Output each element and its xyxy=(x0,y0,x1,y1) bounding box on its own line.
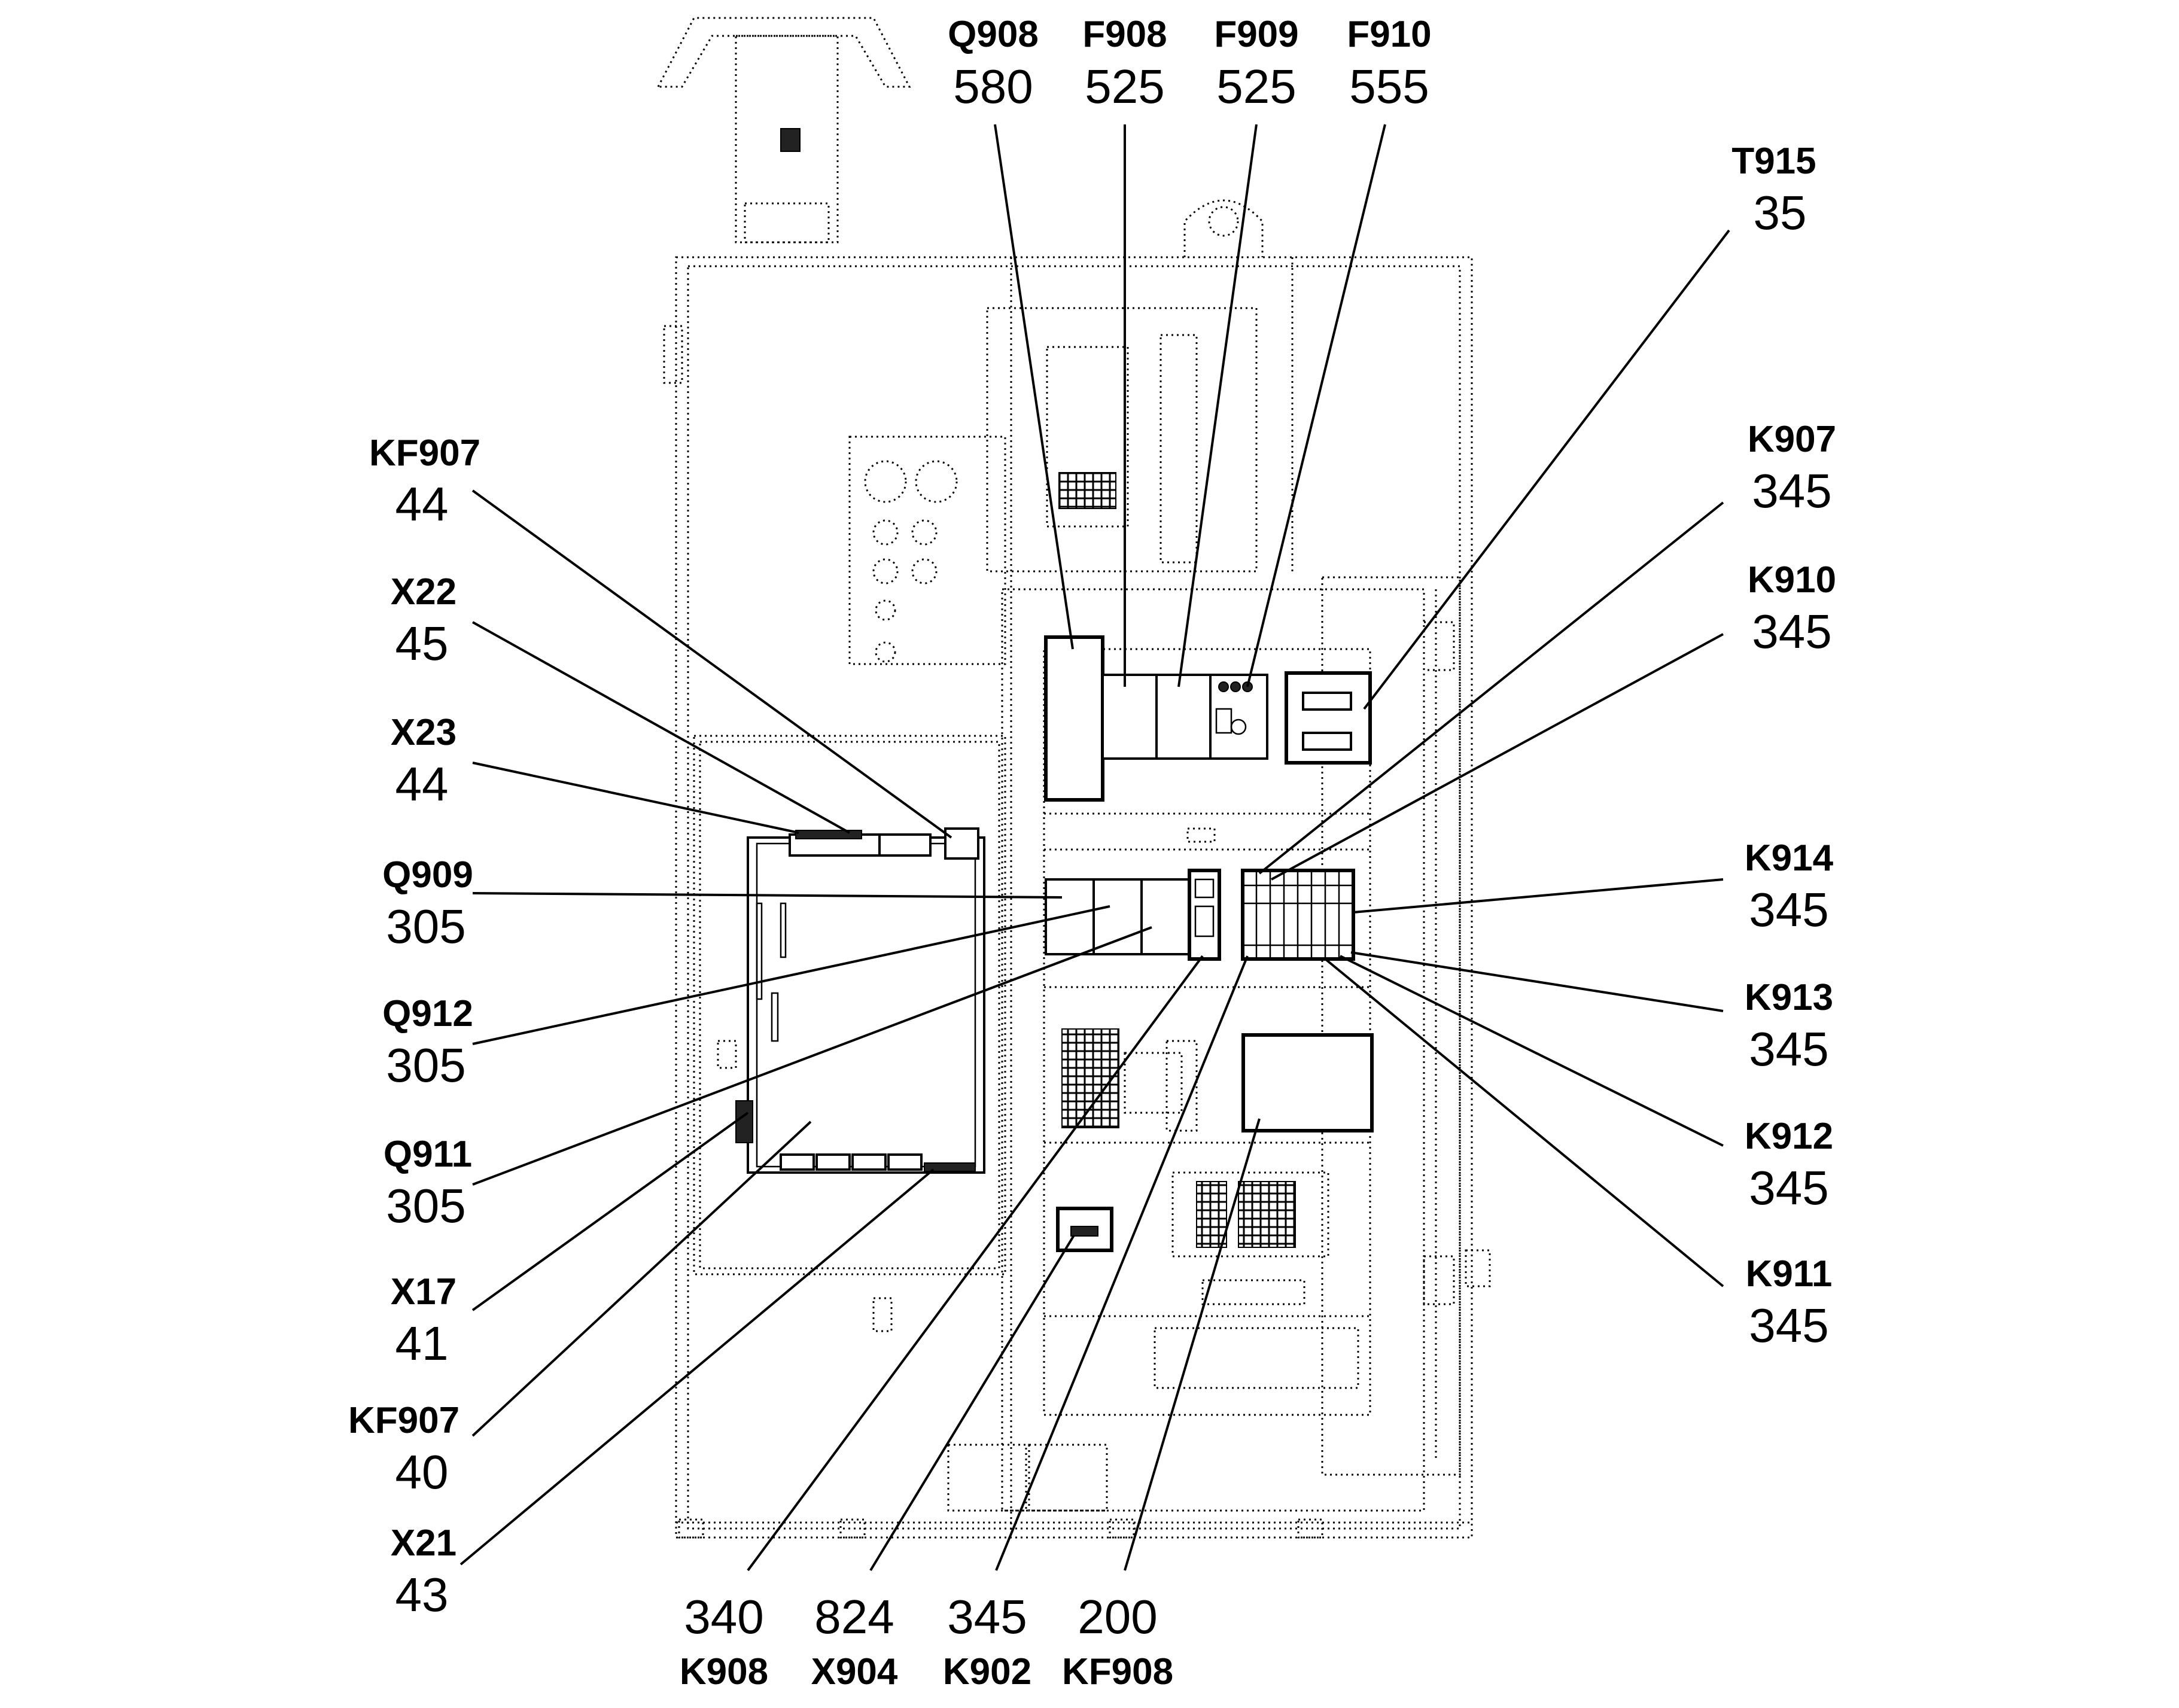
label-number: 305 xyxy=(386,900,465,953)
label-number: 345 xyxy=(1749,1022,1828,1076)
label-number: 44 xyxy=(395,477,449,531)
label-code: K911 xyxy=(1746,1253,1833,1295)
label-code: T915 xyxy=(1731,141,1816,182)
label-code: KF908 xyxy=(1062,1651,1173,1692)
label-f908: F908 525 xyxy=(1082,14,1167,113)
q908-breaker xyxy=(1044,635,1104,802)
label-number: 40 xyxy=(395,1445,449,1499)
label-code: X904 xyxy=(811,1651,898,1692)
label-number: 525 xyxy=(1216,60,1296,113)
label-number: 345 xyxy=(1749,1299,1828,1352)
label-number: 200 xyxy=(1078,1590,1157,1643)
label-k907: K907 345 xyxy=(1748,419,1836,517)
label-number: 345 xyxy=(1749,1161,1828,1214)
label-number: 305 xyxy=(386,1179,465,1232)
label-code: K908 xyxy=(680,1651,768,1692)
label-q911: Q911 305 xyxy=(384,1134,472,1232)
label-q909: Q909 305 xyxy=(382,854,473,953)
label-code: K902 xyxy=(943,1651,1031,1692)
label-q908: Q908 580 xyxy=(948,14,1039,113)
cabinet-drawing xyxy=(656,17,1491,1539)
label-kf908: 200 KF908 xyxy=(1062,1590,1173,1692)
label-code: K910 xyxy=(1748,559,1836,601)
label-code: Q912 xyxy=(382,993,473,1034)
label-k911: K911 345 xyxy=(1746,1253,1833,1352)
q912-breaker xyxy=(1092,878,1143,955)
label-number: 345 xyxy=(947,1590,1027,1643)
f908-fuse xyxy=(1101,674,1158,760)
label-x23: X23 44 xyxy=(391,712,457,811)
component-blocks xyxy=(1044,635,1374,1252)
k908-relay xyxy=(1188,869,1221,961)
label-code: Q908 xyxy=(948,14,1039,55)
label-number: 580 xyxy=(953,60,1033,113)
label-code: KF907 xyxy=(369,433,480,474)
label-k902: 345 K902 xyxy=(943,1590,1031,1692)
label-k908: 340 K908 xyxy=(680,1590,768,1692)
label-number: 555 xyxy=(1349,60,1429,113)
label-code: F908 xyxy=(1082,14,1167,55)
label-code: X22 xyxy=(391,571,457,613)
label-code: Q911 xyxy=(384,1134,472,1175)
label-number: 41 xyxy=(395,1317,449,1370)
label-number: 35 xyxy=(1754,186,1807,239)
leader-lines xyxy=(459,124,1730,1572)
label-k913: K913 345 xyxy=(1745,977,1833,1076)
label-kf907-44: KF907 44 xyxy=(369,433,480,531)
label-code: F910 xyxy=(1347,14,1431,55)
label-number: 43 xyxy=(395,1568,449,1621)
q909-breaker xyxy=(1045,878,1095,955)
label-code: X23 xyxy=(391,712,457,753)
label-x22: X22 45 xyxy=(391,571,457,670)
label-code: X21 xyxy=(391,1523,457,1564)
label-code: K912 xyxy=(1745,1116,1833,1157)
label-code: Q909 xyxy=(382,854,473,896)
label-q912: Q912 305 xyxy=(382,993,473,1092)
label-number: 305 xyxy=(386,1039,465,1092)
label-code: X17 xyxy=(391,1271,457,1313)
label-kf907-40: KF907 40 xyxy=(348,1400,459,1499)
label-number: 824 xyxy=(814,1590,894,1643)
label-code: K907 xyxy=(1748,419,1836,460)
label-k910: K910 345 xyxy=(1748,559,1836,658)
kf908-module xyxy=(1241,1033,1374,1132)
label-k912: K912 345 xyxy=(1745,1116,1833,1214)
label-number: 525 xyxy=(1085,60,1164,113)
q911-breaker xyxy=(1140,878,1191,955)
label-code: K913 xyxy=(1745,977,1833,1018)
label-number: 340 xyxy=(684,1590,763,1643)
label-x904: 824 X904 xyxy=(811,1590,898,1692)
label-code: KF907 xyxy=(348,1400,459,1441)
label-number: 345 xyxy=(1752,605,1831,658)
label-x17: X17 41 xyxy=(391,1271,457,1370)
label-code: F909 xyxy=(1214,14,1298,55)
label-code: K914 xyxy=(1745,838,1834,879)
label-k914: K914 345 xyxy=(1745,838,1834,936)
label-f910: F910 555 xyxy=(1347,14,1431,113)
label-t915: T915 35 xyxy=(1731,141,1816,239)
label-number: 345 xyxy=(1752,464,1831,517)
label-number: 345 xyxy=(1749,883,1828,936)
label-x21: X21 43 xyxy=(391,1523,457,1621)
label-f909: F909 525 xyxy=(1214,14,1298,113)
label-number: 45 xyxy=(395,617,449,670)
control-board-kf907 xyxy=(735,827,985,1174)
label-number: 44 xyxy=(395,757,449,811)
f909-fuse xyxy=(1155,674,1212,760)
